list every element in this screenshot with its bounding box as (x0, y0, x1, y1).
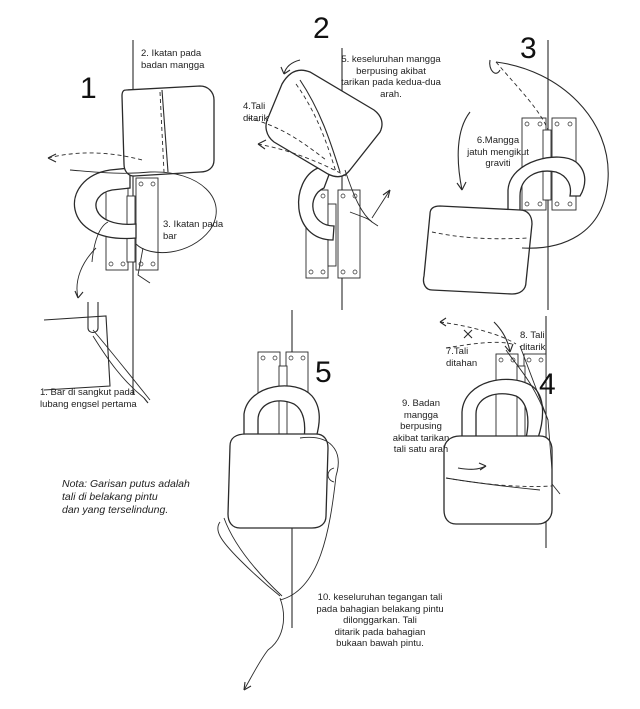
step-number-5: 5 (315, 356, 332, 389)
label-step-5-tension-released: 10. keseluruhan tegangan tali pada bahag… (316, 592, 444, 649)
note-dashed-lines: Nota: Garisan putus adalah tali di belak… (62, 478, 190, 516)
label-step-1-bar-hooked: 1. Bar di sangkut pada lubang engsel per… (40, 387, 137, 410)
step-3-illustration (422, 40, 609, 310)
label-step-4-rope-held: 7.Tali ditahan (446, 346, 478, 369)
step-number-4: 4 (539, 368, 556, 401)
step-number-2: 2 (313, 12, 330, 45)
label-step-2-rope-pulled: 4.Tali ditarik (243, 101, 269, 124)
label-step-2-padlock-rotates: 5. keseluruhan mangga berpusing akibat t… (341, 54, 441, 100)
step-2-illustration (247, 48, 391, 310)
step-5-illustration (217, 310, 339, 691)
step-number-3: 3 (520, 32, 537, 65)
label-step-1-tie-on-bar: 3. Ikatan pada bar (163, 219, 224, 242)
label-step-4-rope-pulled: 8. Tali ditarik (520, 330, 546, 353)
label-step-4-body-rotates: 9. Badan mangga berpusing akibat tarikan… (392, 398, 450, 455)
step-number-1: 1 (80, 72, 97, 105)
step-1-illustration (43, 40, 217, 404)
step-4-illustration (439, 316, 561, 548)
label-step-1-tie-on-body: 2. Ikatan pada badan mangga (141, 48, 205, 71)
label-step-3-padlock-falls: 6.Mangga jatuh mengikut graviti (467, 135, 529, 169)
